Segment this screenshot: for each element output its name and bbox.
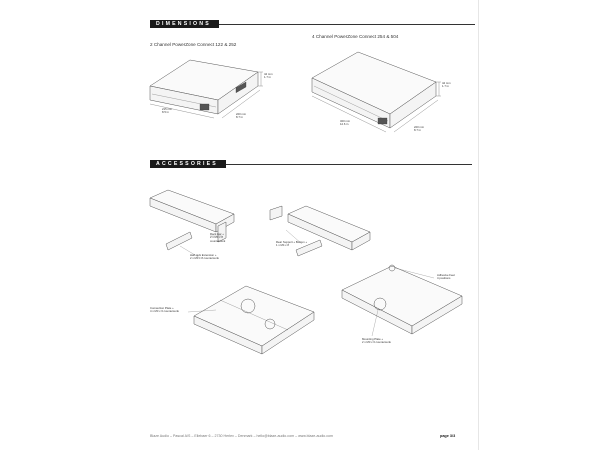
dimensions-heading: DIMENSIONS	[150, 20, 219, 28]
two-channel-title: 2 Channel PowerZone Connect 122 & 252	[150, 42, 237, 47]
two-channel-height: 44 mm 1.7 in	[264, 72, 273, 80]
page-number: page 3/3	[440, 434, 456, 438]
two-channel-depth: 215 mm 8.5 in	[162, 107, 173, 115]
dimensions-rule	[218, 23, 475, 25]
two-channel-width: 220 mm 8.7 in	[236, 112, 247, 120]
rear-support-label: Rear Support + Bottom + 1 x M4 x 8	[276, 240, 308, 248]
accessories-rule	[225, 163, 472, 165]
dimensions-header: DIMENSIONS	[150, 20, 475, 28]
four-channel-width: 220 mm 8.7 in	[414, 125, 425, 133]
half-rack-label: Half rack Extension + 2 x M4 x 8 counter…	[190, 253, 219, 261]
four-channel-title: 4 Channel PowerZone Connect 254 & 504	[312, 34, 399, 39]
footer-address: Blaze Audio – Pascal A/S – Ellebaer 6 – …	[150, 434, 334, 438]
page-edge	[478, 0, 479, 450]
four-channel-height: 44 mm 1.7 in	[442, 81, 451, 89]
rack-ear-label: Rack Ear + 2 x M4 x 8 countersunk	[210, 232, 226, 243]
four-channel-depth: 320 mm 12.6 in	[340, 119, 351, 127]
connection-plate-label: Connection Plate + 4 x M3 x 6 countersun…	[150, 306, 179, 314]
mounting-plate-label: Mounting Plate + 2 x M3 x 6 countersunk	[362, 337, 391, 345]
accessories-heading: ACCESSORIES	[150, 160, 226, 168]
adhesive-feet-label: Adhesive Feet 4 positions	[437, 273, 455, 281]
accessories-header: ACCESSORIES	[150, 160, 472, 168]
